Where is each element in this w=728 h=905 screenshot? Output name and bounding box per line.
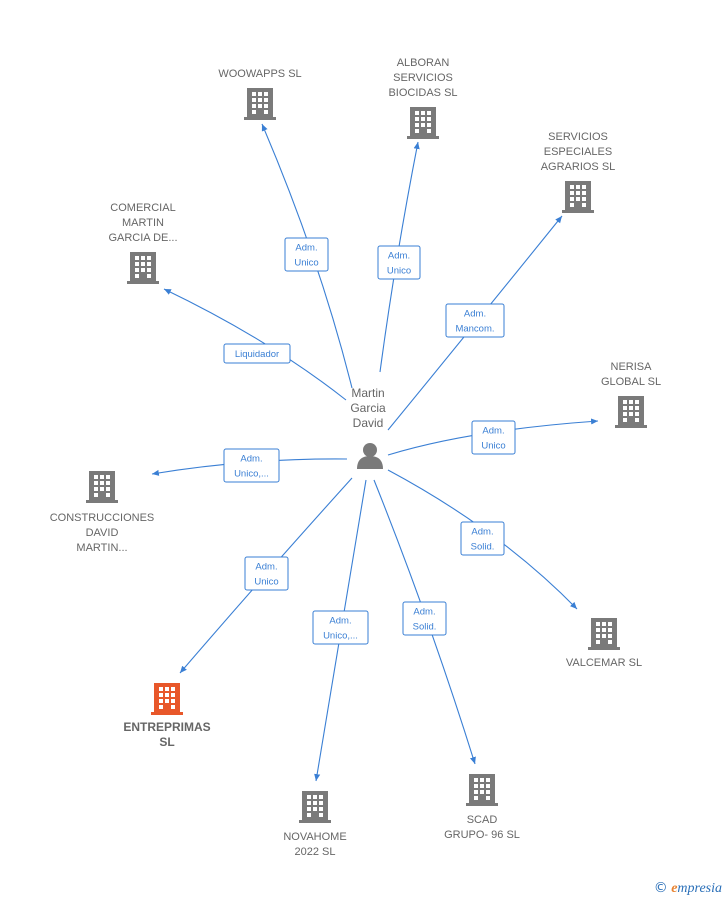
company-node-servicios[interactable]: SERVICIOS ESPECIALES AGRARIOS SL [541, 131, 616, 213]
role-label-text: Adm. [471, 527, 493, 538]
role-label[interactable]: Adm. Unico [244, 556, 289, 591]
person-icon [357, 443, 383, 469]
company-node-nerisa[interactable]: NERISA GLOBAL SL [601, 361, 661, 428]
company-name-line: SERVICIOS [548, 131, 608, 143]
building-icon [562, 181, 594, 213]
role-label-text: Adm. [464, 309, 486, 320]
role-label-box [445, 303, 505, 338]
copyright-icon: © [653, 880, 668, 896]
role-label[interactable]: Adm. Unico [377, 245, 421, 280]
role-label-text: Solid. [471, 542, 495, 553]
building-icon [86, 471, 118, 503]
edges-layer: Adm.UnicoAdm.UnicoAdm.Mancom.LiquidadorA… [151, 123, 599, 782]
brand-logo-initial: e [671, 881, 678, 896]
company-name-line: WOOWAPPS SL [218, 68, 301, 80]
role-label[interactable]: Adm. Unico,... [312, 610, 369, 645]
role-label-text: Adm. [413, 607, 435, 618]
edge-line [163, 288, 347, 401]
center-name-line: David [353, 416, 384, 430]
role-label-text: Unico [481, 441, 505, 452]
company-name-line: SL [159, 735, 174, 749]
brand-watermark: © empresia [654, 880, 722, 897]
company-name-line: DAVID [86, 527, 119, 539]
nodes-layer: WOOWAPPS SL ALBORAN SERVICIOS BIOCIDAS SL SE… [50, 57, 661, 858]
role-label-box [223, 448, 280, 483]
company-node-valcemar[interactable]: VALCEMAR SL [566, 618, 642, 669]
role-label-text: Adm. [240, 454, 262, 465]
role-label-text: Adm. [482, 426, 504, 437]
company-name-line: AGRARIOS SL [541, 161, 616, 173]
company-name-line: NOVAHOME [283, 831, 346, 843]
company-name-line: VALCEMAR SL [566, 657, 642, 669]
role-label-text: Unico [387, 266, 411, 277]
company-node-scad[interactable]: SCAD GRUPO- 96 SL [444, 774, 520, 841]
role-label-text: Adm. [295, 243, 317, 254]
company-name-line: ALBORAN [397, 57, 450, 69]
company-name-line: MARTIN... [76, 542, 127, 554]
role-label-box [471, 420, 516, 455]
company-node-novahome[interactable]: NOVAHOME 2022 SL [283, 791, 347, 858]
role-label-box [402, 601, 447, 636]
building-icon [299, 791, 331, 823]
center-name-line: Garcia [350, 401, 386, 415]
company-name-line: NERISA [611, 361, 653, 373]
role-label-text: Solid. [413, 622, 437, 633]
role-label-box [284, 237, 329, 272]
center-node[interactable]: Martin Garcia David [350, 386, 386, 469]
role-label[interactable]: Adm. Unico,... [223, 448, 280, 483]
role-label-box [377, 245, 421, 280]
company-node-construcciones[interactable]: CONSTRUCCIONES DAVID MARTIN... [50, 471, 155, 554]
role-label[interactable]: Adm. Solid. [460, 521, 505, 556]
role-label-text: Adm. [329, 616, 351, 627]
role-label-text: Unico [254, 577, 278, 588]
center-name-line: Martin [351, 386, 384, 400]
role-label-text: Adm. [255, 562, 277, 573]
company-name-line: ENTREPRIMAS [123, 720, 210, 734]
role-label[interactable]: Liquidador [223, 343, 291, 364]
role-label[interactable]: Adm. Unico [471, 420, 516, 455]
role-label-text: Adm. [388, 251, 410, 262]
role-label[interactable]: Adm. Unico [284, 237, 329, 272]
company-name-line: GARCIA DE... [108, 232, 177, 244]
company-name-line: SCAD [467, 814, 498, 826]
role-label-box [244, 556, 289, 591]
company-name-line: COMERCIAL [110, 202, 175, 214]
company-node-woowapps[interactable]: WOOWAPPS SL [218, 68, 302, 120]
role-label-text: Unico [294, 258, 318, 269]
company-name-line: MARTIN [122, 217, 164, 229]
company-name-line: GLOBAL SL [601, 376, 661, 388]
brand-logo-text: mpresia [677, 881, 722, 896]
building-icon [151, 683, 183, 715]
company-name-line: CONSTRUCCIONES [50, 512, 155, 524]
company-node-comercial[interactable]: COMERCIAL MARTIN GARCIA DE... [108, 202, 178, 284]
company-name-line: BIOCIDAS SL [388, 87, 457, 99]
role-label-text: Mancom. [455, 324, 494, 335]
company-name-line: GRUPO- 96 SL [444, 829, 520, 841]
role-label-text: Liquidador [235, 349, 279, 360]
building-icon [127, 252, 159, 284]
role-label[interactable]: Adm. Solid. [402, 601, 447, 636]
company-name-line: SERVICIOS [393, 72, 453, 84]
role-label-box [460, 521, 505, 556]
building-icon [466, 774, 498, 806]
building-icon [244, 88, 276, 120]
role-label-text: Unico,... [234, 469, 269, 480]
building-icon [615, 396, 647, 428]
building-icon [588, 618, 620, 650]
company-name-line: 2022 SL [295, 846, 336, 858]
role-label-text: Unico,... [323, 631, 358, 642]
company-node-alboran[interactable]: ALBORAN SERVICIOS BIOCIDAS SL [388, 57, 458, 139]
role-label-box [223, 343, 291, 364]
role-label[interactable]: Adm. Mancom. [445, 303, 505, 338]
company-name-line: ESPECIALES [544, 146, 612, 158]
role-label-box [312, 610, 369, 645]
building-icon [407, 107, 439, 139]
